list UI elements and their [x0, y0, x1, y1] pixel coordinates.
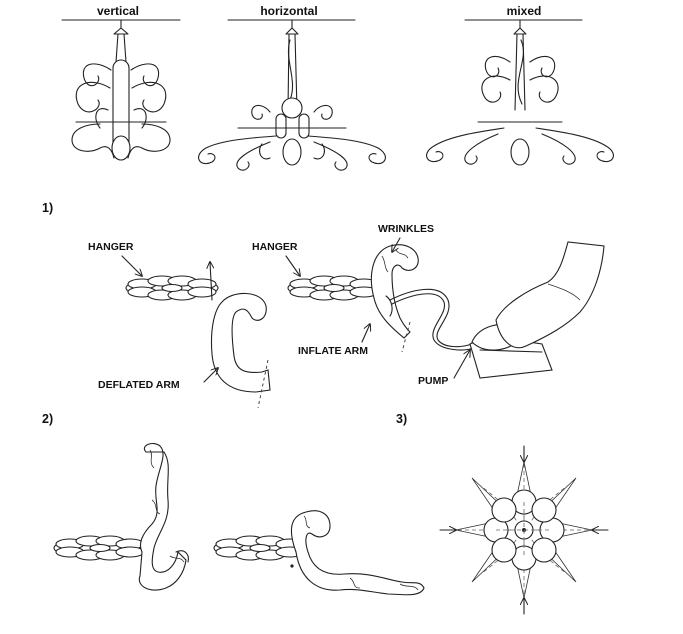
deflated-arm — [210, 292, 271, 409]
label-inflate-arm: INFLATE ARM — [298, 345, 368, 357]
top-view-diagram — [439, 445, 609, 615]
step2-arm-vertical — [138, 443, 189, 591]
step2-hanger-left — [53, 535, 147, 561]
pump-assembly — [389, 241, 605, 379]
chandelier-vertical — [71, 19, 171, 161]
step1-hanger-right — [287, 275, 381, 301]
step-2-number: 2) — [42, 412, 53, 426]
header-mixed: mixed — [464, 4, 583, 21]
step-3-number: 3) — [396, 412, 407, 426]
label-wrinkles: WRINKLES — [378, 223, 434, 235]
header-horizontal: horizontal — [227, 4, 356, 21]
step-1-number: 1) — [42, 201, 53, 215]
chandelier-horizontal — [198, 19, 386, 171]
label-hanger-left: HANGER — [88, 241, 134, 253]
header-horizontal-label: horizontal — [260, 4, 317, 18]
header-vertical: vertical — [61, 4, 181, 21]
label-hanger-right: HANGER — [252, 241, 298, 253]
header-vertical-label: vertical — [97, 4, 139, 18]
label-pump: PUMP — [418, 375, 448, 387]
chandelier-mixed — [426, 19, 614, 166]
step1-hanger-left — [125, 275, 219, 301]
header-mixed-label: mixed — [507, 4, 542, 18]
label-deflated-arm: DEFLATED ARM — [98, 379, 180, 391]
step2-arm-horizontal — [290, 510, 425, 596]
inflating-arm — [370, 244, 419, 353]
